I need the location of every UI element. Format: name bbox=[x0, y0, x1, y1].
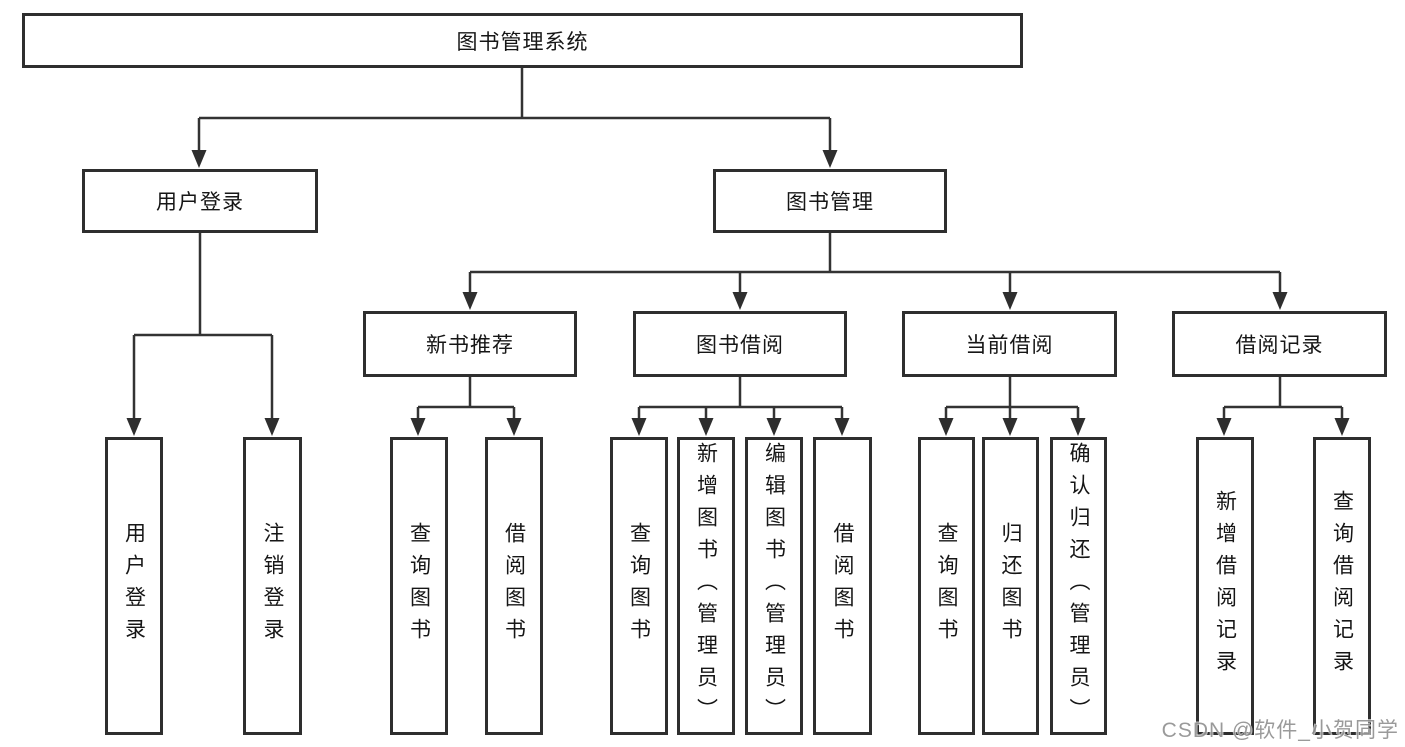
leaf-borrow-add-books-admin-label: 新增图书（管理员） bbox=[694, 442, 718, 730]
leaf-borrow-borrow-books: 借阅图书 bbox=[813, 437, 872, 735]
leaf-borrow-edit-books-admin-label: 编辑图书（管理员） bbox=[762, 442, 786, 730]
leaf-current-query-books-label: 查询图书 bbox=[935, 522, 958, 650]
node-book-management-label: 图书管理 bbox=[786, 191, 874, 214]
leaf-borrow-borrow-books-label: 借阅图书 bbox=[831, 522, 854, 650]
leaf-borrow-edit-books-admin: 编辑图书（管理员） bbox=[745, 437, 803, 735]
leaf-user-login: 用户登录 bbox=[105, 437, 163, 735]
node-book-borrowing: 图书借阅 bbox=[633, 311, 847, 377]
leaf-current-query-books: 查询图书 bbox=[918, 437, 975, 735]
leaf-logout: 注销登录 bbox=[243, 437, 302, 735]
node-book-management: 图书管理 bbox=[713, 169, 947, 233]
node-user-login: 用户登录 bbox=[82, 169, 318, 233]
leaf-borrow-query-books-label: 查询图书 bbox=[627, 522, 651, 650]
node-new-book-recommend-label: 新书推荐 bbox=[426, 334, 514, 357]
node-current-borrowing-label: 当前借阅 bbox=[965, 334, 1054, 357]
node-root-system-label: 图书管理系统 bbox=[456, 30, 589, 54]
leaf-current-confirm-return-admin: 确认归还（管理员） bbox=[1050, 437, 1107, 735]
leaf-current-return-books-label: 归还图书 bbox=[999, 522, 1022, 650]
node-new-book-recommend: 新书推荐 bbox=[363, 311, 577, 377]
leaf-records-add-record-label: 新增借阅记录 bbox=[1213, 490, 1237, 682]
leaf-borrow-add-books-admin: 新增图书（管理员） bbox=[677, 437, 735, 735]
leaf-records-query-record: 查询借阅记录 bbox=[1313, 437, 1371, 735]
leaf-recommend-query-books: 查询图书 bbox=[390, 437, 448, 735]
node-borrowing-records-label: 借阅记录 bbox=[1235, 334, 1324, 357]
leaf-current-return-books: 归还图书 bbox=[982, 437, 1039, 735]
node-book-borrowing-label: 图书借阅 bbox=[696, 334, 784, 357]
leaf-recommend-query-books-label: 查询图书 bbox=[407, 522, 431, 650]
node-root-system: 图书管理系统 bbox=[22, 13, 1023, 68]
leaf-records-add-record: 新增借阅记录 bbox=[1196, 437, 1254, 735]
arrowhead-icons bbox=[126, 150, 1350, 436]
leaf-borrow-query-books: 查询图书 bbox=[610, 437, 668, 735]
node-user-login-label: 用户登录 bbox=[156, 191, 244, 214]
leaf-recommend-borrow-books: 借阅图书 bbox=[485, 437, 543, 735]
leaf-recommend-borrow-books-label: 借阅图书 bbox=[502, 522, 526, 650]
leaf-records-query-record-label: 查询借阅记录 bbox=[1330, 490, 1354, 682]
leaf-user-login-label: 用户登录 bbox=[122, 522, 146, 650]
leaf-current-confirm-return-admin-label: 确认归还（管理员） bbox=[1067, 442, 1090, 730]
node-borrowing-records: 借阅记录 bbox=[1172, 311, 1387, 377]
leaf-logout-label: 注销登录 bbox=[261, 522, 284, 650]
node-current-borrowing: 当前借阅 bbox=[902, 311, 1117, 377]
csdn-watermark: CSDN @软件_小贺同学 bbox=[1161, 719, 1399, 742]
